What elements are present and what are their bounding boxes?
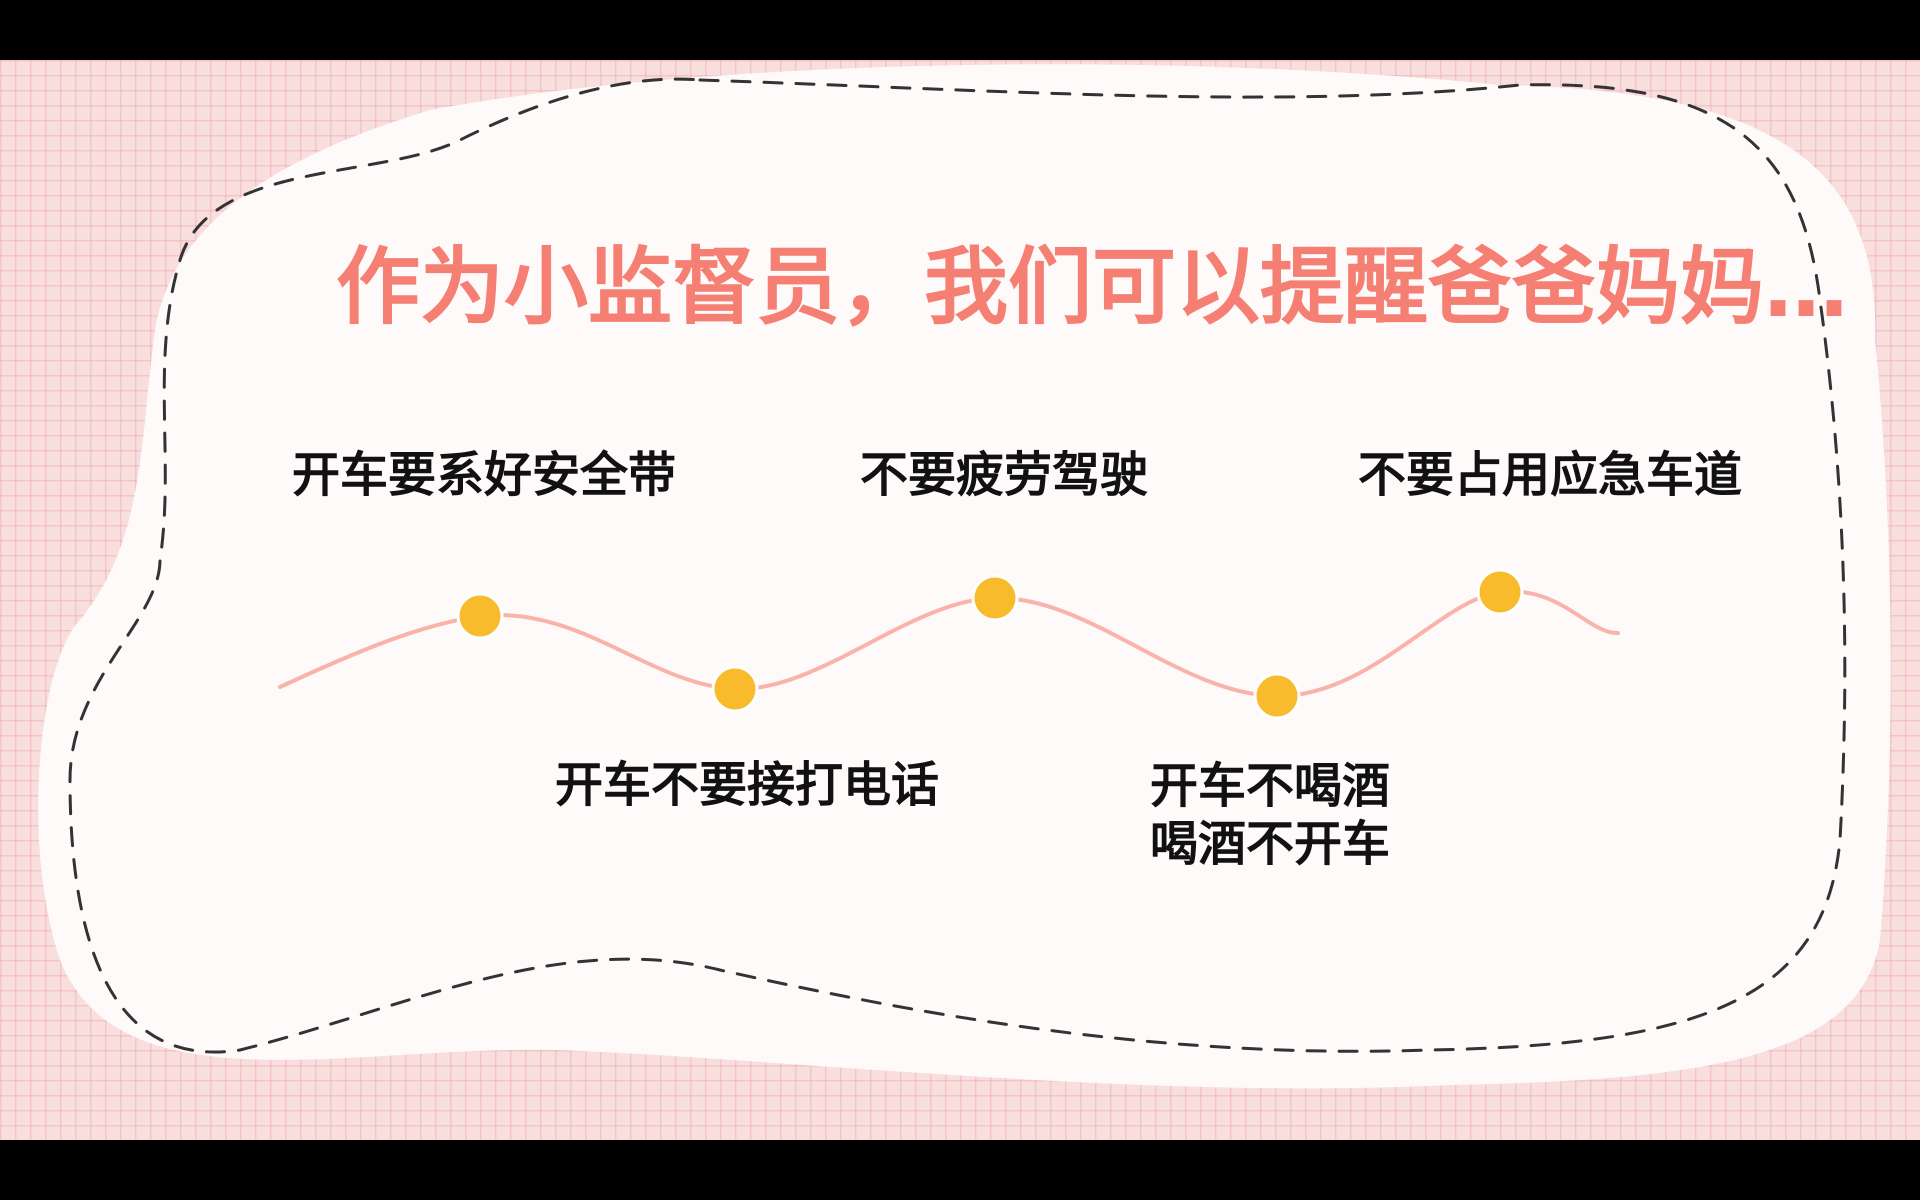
tip-no-drunk-driving: 开车不喝酒 喝酒不开车 <box>1150 757 1390 873</box>
timeline-dot-4 <box>1253 672 1301 720</box>
slide-decoration <box>38 64 1891 1089</box>
tip-line: 开车要系好安全带 <box>292 447 677 503</box>
timeline-dot-1 <box>456 592 504 640</box>
tip-line: 喝酒不开车 <box>1150 816 1391 872</box>
slide-title: 作为小监督员，我们可以提醒爸爸妈妈… <box>336 238 1849 336</box>
tip-no-fatigue: 不要疲劳驾驶 <box>860 446 1148 504</box>
tip-line: 开车不要接打电话 <box>555 757 940 813</box>
tip-line: 不要疲劳驾驶 <box>860 447 1149 503</box>
tip-no-phone: 开车不要接打电话 <box>555 756 939 814</box>
tip-line: 不要占用应急车道 <box>1358 447 1743 503</box>
timeline-dot-2 <box>711 665 759 713</box>
card-blob <box>38 64 1891 1089</box>
presentation-slide: 作为小监督员，我们可以提醒爸爸妈妈… 开车要系好安全带 开车不要接打电话 不要疲… <box>0 60 1920 1140</box>
tip-emergency-lane: 不要占用应急车道 <box>1358 446 1742 504</box>
tip-line: 开车不喝酒 <box>1150 758 1391 814</box>
timeline-dot-5 <box>1476 568 1524 616</box>
dashed-border <box>68 77 1847 1054</box>
timeline-dot-3 <box>971 574 1019 622</box>
tip-seatbelt: 开车要系好安全带 <box>292 446 676 504</box>
